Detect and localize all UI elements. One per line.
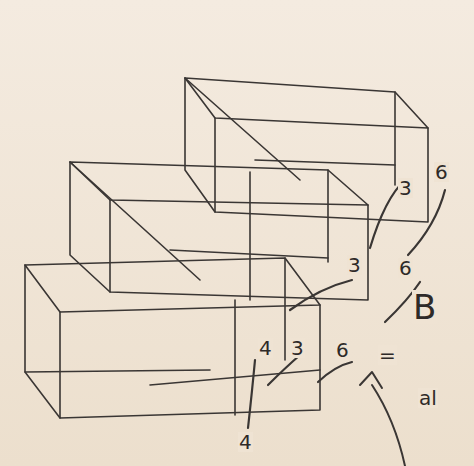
- dimension-number: 6: [398, 258, 413, 278]
- dimension-number: 4: [238, 432, 253, 452]
- dimension-arcs: [248, 180, 445, 428]
- label-holder: 3: [398, 178, 413, 199]
- dimension-number: al: [418, 388, 438, 408]
- label-holder: 6: [398, 258, 413, 279]
- dimension-number: 4: [258, 338, 273, 358]
- dimension-number: 3: [398, 178, 413, 198]
- label-holder: =: [378, 345, 397, 366]
- dimension-number: 6: [434, 162, 449, 182]
- label-holder: 3: [290, 338, 305, 359]
- label-holder: 6: [335, 340, 350, 361]
- middle-box-sketch: [70, 162, 368, 300]
- dimension-number: =: [378, 345, 397, 365]
- dimension-number: 6: [335, 340, 350, 360]
- top-box-sketch: [185, 78, 428, 222]
- dimension-number: 3: [347, 255, 362, 275]
- label-holder: 6: [434, 162, 449, 183]
- bottom-box-sketch: [25, 258, 320, 418]
- note-text: B: [412, 290, 437, 324]
- label-holder: 3: [347, 255, 362, 276]
- label-holder: 4: [258, 338, 273, 359]
- dimension-number: 3: [290, 338, 305, 358]
- label-holder: 4: [238, 432, 253, 453]
- label-holder: al: [418, 388, 438, 409]
- pointer-arrow: [360, 372, 405, 466]
- label-holder: B: [412, 290, 437, 324]
